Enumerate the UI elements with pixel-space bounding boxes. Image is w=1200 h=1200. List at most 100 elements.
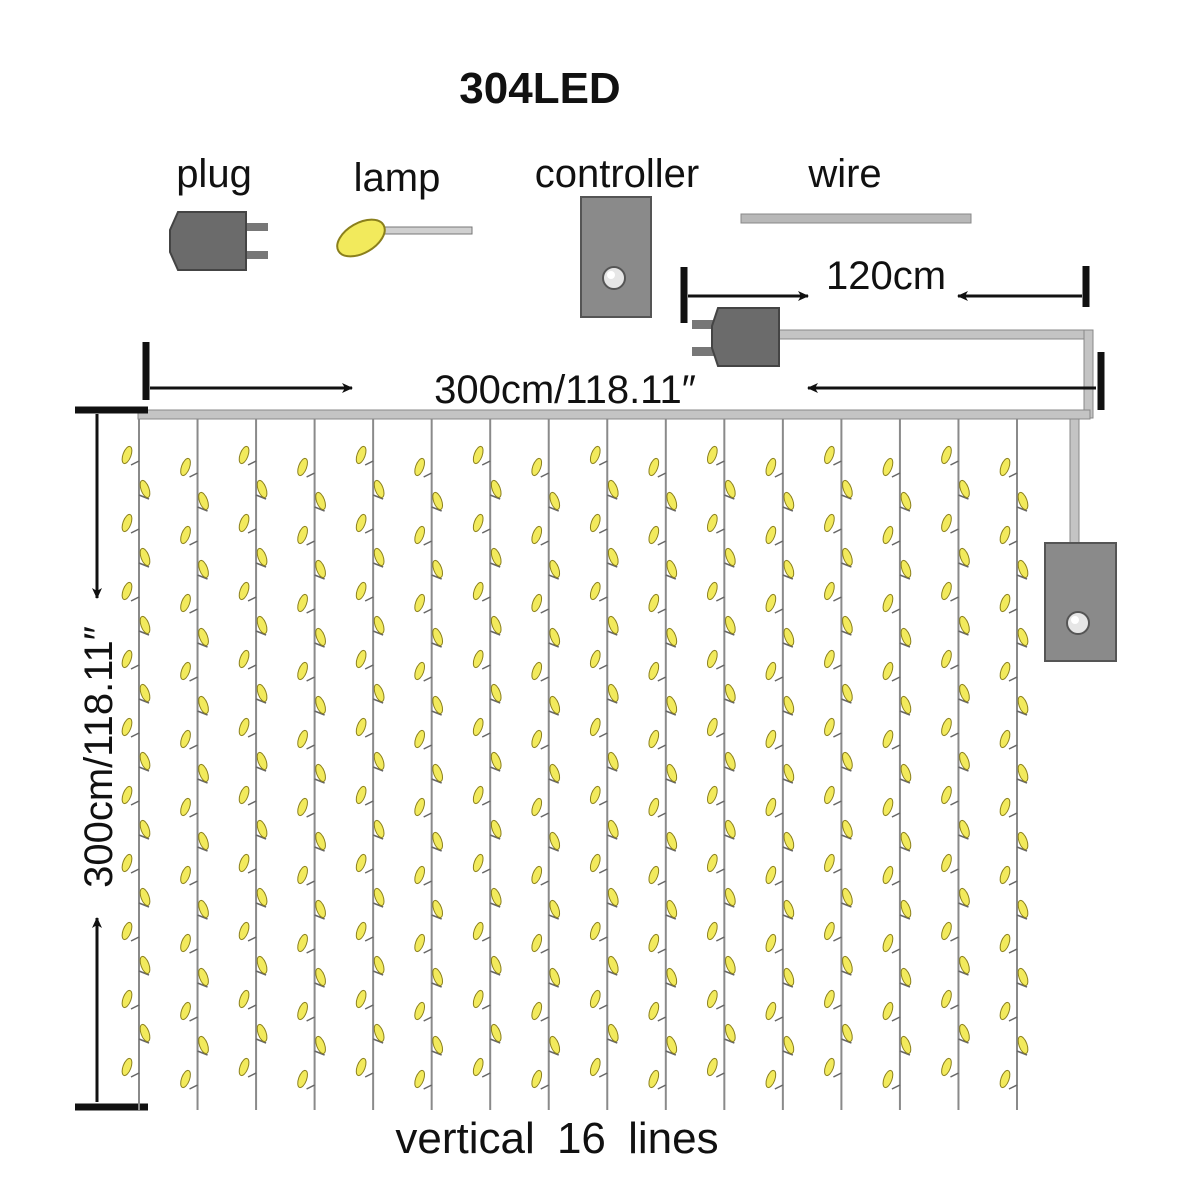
led-bulb <box>121 581 133 601</box>
led-stem <box>657 744 667 750</box>
led-bulb <box>842 683 853 703</box>
led-bulb <box>414 1069 426 1089</box>
led-stem <box>715 868 725 874</box>
led-stem <box>774 1084 784 1090</box>
led-stem <box>715 664 725 670</box>
led-stem <box>423 1016 433 1022</box>
led-stem <box>364 664 374 670</box>
led-bulb <box>432 491 444 511</box>
led-stem <box>598 596 608 602</box>
led-stem <box>724 766 735 772</box>
led-bulb <box>783 559 795 579</box>
led-bulb <box>472 445 484 465</box>
led-stem <box>255 902 267 908</box>
led-stem <box>431 506 442 512</box>
led-stem <box>130 460 140 466</box>
led-stem <box>481 664 491 670</box>
led-stem <box>891 540 901 546</box>
led-stem <box>372 970 384 976</box>
led-stem <box>724 1038 735 1044</box>
led-bulb <box>315 967 326 987</box>
led-stem <box>891 1016 901 1022</box>
led-stem <box>255 1038 267 1044</box>
led-bulb <box>414 457 426 477</box>
led-bulb <box>256 751 268 771</box>
led-stem <box>833 800 842 806</box>
led-stem <box>774 540 784 546</box>
led-bulb <box>648 797 660 817</box>
led-stem <box>782 982 794 988</box>
led-bulb <box>941 513 952 533</box>
led-bulb <box>900 831 912 851</box>
led-bulb <box>842 819 853 839</box>
height-label: 300cm/118.11″ <box>77 626 121 888</box>
led-stem <box>841 494 852 500</box>
led-bulb <box>490 819 502 839</box>
led-bulb <box>198 967 209 987</box>
led-stem <box>138 766 150 772</box>
led-bulb <box>666 491 678 511</box>
led-stem <box>841 630 852 636</box>
cable-length-dimension <box>680 266 1090 323</box>
led-stem <box>548 710 560 716</box>
led-stem <box>715 936 725 942</box>
led-bulb <box>297 593 308 613</box>
led-stem <box>481 528 491 534</box>
led-bulb <box>198 763 209 783</box>
led-bulb <box>472 989 484 1009</box>
led-bulb <box>1017 627 1029 647</box>
led-bulb <box>531 661 543 681</box>
led-bulb <box>842 1023 853 1043</box>
led-bulb <box>1017 1035 1029 1055</box>
led-strand <box>297 419 326 1110</box>
led-stem <box>314 574 325 580</box>
led-stem <box>247 936 257 942</box>
led-bulb <box>706 989 718 1009</box>
led-bulb <box>373 955 385 975</box>
led-bulb <box>531 593 543 613</box>
led-stem <box>774 676 784 682</box>
led-bulb <box>724 615 736 635</box>
led-stem <box>715 528 725 534</box>
led-bulb <box>706 717 718 737</box>
led-stem <box>314 642 325 648</box>
led-bulb <box>824 989 835 1009</box>
led-bulb <box>531 457 543 477</box>
led-stem <box>247 800 257 806</box>
led-stem <box>1008 1084 1018 1090</box>
led-stem <box>657 676 667 682</box>
led-bulb <box>783 1035 795 1055</box>
led-stem <box>431 778 442 784</box>
led-bulb <box>607 479 619 499</box>
led-bulb <box>724 479 736 499</box>
led-stem <box>1016 846 1028 852</box>
led-bulb <box>724 683 736 703</box>
led-stem <box>774 1016 784 1022</box>
led-bulb <box>180 1069 191 1089</box>
led-stem <box>548 574 560 580</box>
led-bulb <box>373 1023 385 1043</box>
led-bulb <box>882 933 894 953</box>
legend-wire-label: wire <box>807 152 881 196</box>
led-bulb <box>432 967 444 987</box>
led-stem <box>189 744 198 750</box>
led-strand <box>238 419 268 1110</box>
led-stem <box>540 676 550 682</box>
led-bulb <box>139 751 151 771</box>
led-stem <box>189 676 198 682</box>
led-bulb <box>256 955 268 975</box>
led-bulb <box>882 525 894 545</box>
led-bulb <box>959 615 970 635</box>
led-bulb <box>666 763 678 783</box>
led-bulb <box>373 615 385 635</box>
led-bulb <box>666 831 678 851</box>
led-bulb <box>139 479 151 499</box>
led-bulb <box>900 899 912 919</box>
led-bulb <box>432 899 444 919</box>
plug-icon <box>169 211 268 271</box>
led-strand <box>472 419 502 1110</box>
led-strand <box>941 419 970 1110</box>
led-stem <box>598 1072 608 1078</box>
led-stem <box>598 732 608 738</box>
led-stem <box>306 1084 315 1090</box>
